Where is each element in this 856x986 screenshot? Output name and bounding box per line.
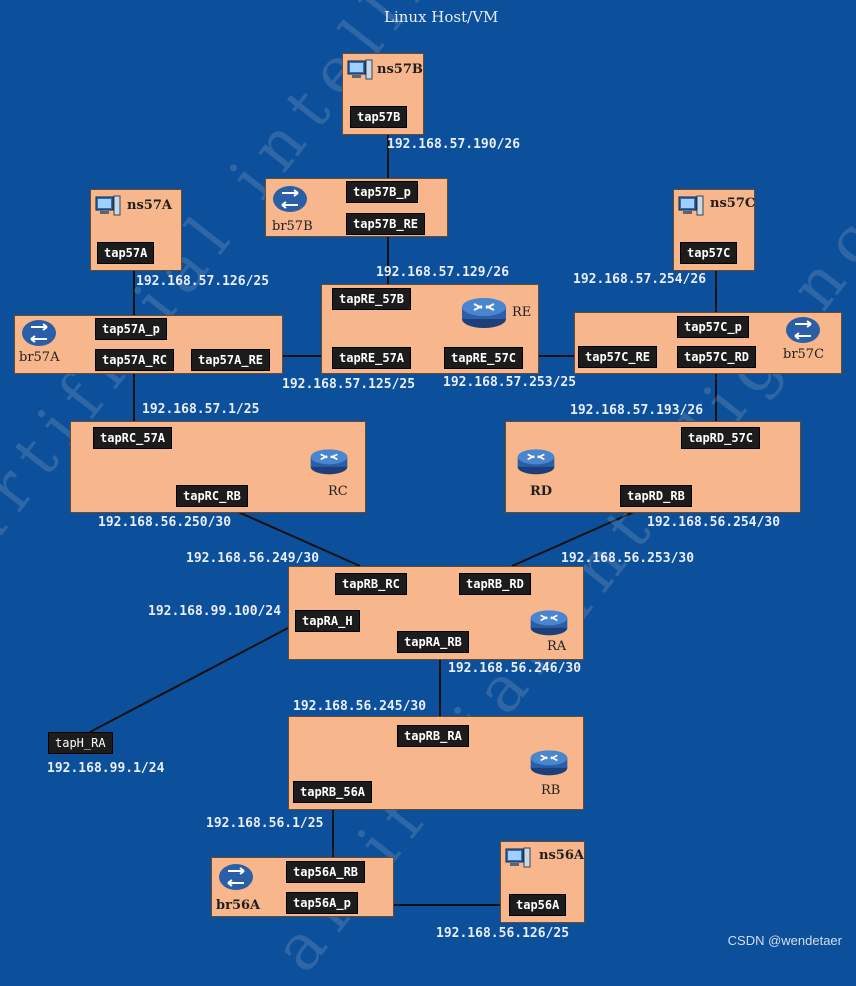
node-label: RC: [328, 484, 348, 499]
node-br57A: br57A tap57A_p tap57A_RC tap57A_RE: [14, 315, 283, 374]
node-ns57B: ns57B tap57B: [342, 53, 424, 135]
node-label: RD: [530, 484, 553, 499]
connection-lines: [89, 134, 717, 906]
tap-interface: tapRA_H: [295, 610, 360, 632]
ip-label: 192.168.57.193/26: [570, 403, 704, 418]
node-RD: tapRD_57C RD tapRD_RB: [505, 421, 801, 513]
tap-interface: tap57C_p: [677, 316, 749, 338]
node-RB: tapRB_RA RB tapRB_56A: [288, 716, 584, 810]
switch-icon: [786, 317, 820, 343]
tap-interface: tap57A_p: [95, 318, 167, 340]
node-label: RB: [541, 783, 561, 798]
node-label: br57C: [783, 347, 825, 362]
node-br57B: br57B tap57B_p tap57B_RE: [265, 178, 448, 237]
link-RA-H: [89, 627, 289, 733]
node-RE: tapRE_57B tapRE_57A tapRE_57C RE: [321, 284, 539, 374]
tap-interface: tap57B_p: [346, 181, 418, 203]
ip-label: 192.168.57.125/25: [282, 377, 416, 392]
router-icon: [517, 449, 555, 475]
switch-icon: [219, 864, 253, 890]
node-label: ns57A: [127, 198, 172, 213]
node-label: RA: [547, 639, 567, 654]
node-RA: tapRB_RC tapRB_RD tapRA_H tapRA_RB RA: [288, 566, 584, 660]
tap-interface: tapRD_57C: [681, 427, 761, 449]
tap-interface: tap57C_RE: [578, 346, 658, 368]
node-label: br57A: [19, 350, 60, 365]
tap-interface: tapRC_57A: [93, 427, 173, 449]
switch-icon: [22, 320, 56, 346]
ip-label: 192.168.57.129/26: [376, 265, 510, 280]
router-icon: [530, 610, 568, 636]
link-RD-RA: [511, 510, 637, 567]
ip-label: 192.168.57.254/26: [573, 272, 707, 287]
ip-label: 192.168.56.250/30: [98, 515, 232, 530]
node-label: RE: [512, 305, 532, 320]
tap-interface: tapRA_RB: [397, 631, 469, 653]
tap-interface: tap57B_RE: [346, 213, 426, 235]
node-label: ns57B: [377, 62, 423, 77]
router-icon: [462, 298, 506, 328]
switch-icon: [273, 186, 307, 212]
node-ns57C: ns57C tap57C: [673, 189, 755, 271]
tap-interface: tapRB_RA: [397, 725, 469, 747]
node-label: ns57C: [710, 196, 756, 211]
tap-interface: tapH_RA: [48, 732, 113, 754]
tap-interface: tap56A: [509, 894, 567, 916]
ip-label: 192.168.56.246/30: [448, 661, 582, 676]
node-label: br56A: [216, 898, 261, 913]
tap-interface: tap57B: [350, 106, 408, 128]
host-icon: [678, 195, 704, 216]
ip-label: 192.168.56.245/30: [293, 699, 427, 714]
ip-label: 192.168.57.1/25: [142, 402, 260, 417]
tap-interface: tap56A_p: [286, 892, 358, 914]
tap-interface: tap57C_RD: [677, 346, 757, 368]
tap-interface: tapRB_RD: [459, 573, 531, 595]
ip-label: 192.168.56.253/30: [561, 551, 695, 566]
ip-label: 192.168.56.1/25: [206, 816, 324, 831]
tap-interface: tap56A_RB: [286, 861, 366, 883]
node-br57C: tap57C_p tap57C_RE tap57C_RD br57C: [574, 312, 842, 374]
tap-interface: tapRE_57B: [332, 288, 412, 310]
host-icon: [95, 195, 121, 216]
tap-interface: tapRE_57A: [332, 347, 412, 369]
ip-label: 192.168.56.249/30: [186, 551, 320, 566]
ip-label: 192.168.57.253/25: [443, 375, 577, 390]
tap-interface: tapRB_RC: [335, 573, 407, 595]
link-RC-RA: [235, 510, 361, 567]
node-label: br57B: [272, 219, 313, 234]
node-label: ns56A: [539, 848, 584, 863]
tap-interface: tap57A_RC: [95, 349, 175, 371]
tap-interface: tap57A: [97, 242, 155, 264]
router-icon: [530, 750, 568, 776]
tap-interface: tapRD_RB: [620, 485, 692, 507]
ip-label: 192.168.56.126/25: [436, 926, 570, 941]
tap-interface: tap57C: [680, 242, 738, 264]
router-icon: [310, 449, 348, 475]
node-ns56A: ns56A tap56A: [500, 841, 585, 923]
ip-label: 192.168.57.190/26: [387, 137, 521, 152]
footer-credit: CSDN @wendetaer: [727, 933, 842, 948]
node-br56A: br56A tap56A_RB tap56A_p: [211, 857, 394, 917]
host-icon: [505, 847, 531, 868]
tap-interface: tapRB_56A: [293, 781, 373, 803]
ip-label: 192.168.99.100/24: [148, 604, 282, 619]
tap-interface: tapRE_57C: [444, 347, 524, 369]
host-icon: [347, 59, 373, 80]
node-ns57A: ns57A tap57A: [90, 189, 182, 271]
tap-interface: tapRC_RB: [176, 485, 248, 507]
diagram-title: Linux Host/VM: [384, 8, 499, 26]
tap-interface: tap57A_RE: [191, 349, 271, 371]
node-RC: tapRC_57A tapRC_RB RC: [70, 421, 366, 513]
ip-label: 192.168.56.254/30: [647, 515, 781, 530]
ip-label: 192.168.57.126/25: [136, 274, 270, 289]
ip-label: 192.168.99.1/24: [47, 761, 165, 776]
